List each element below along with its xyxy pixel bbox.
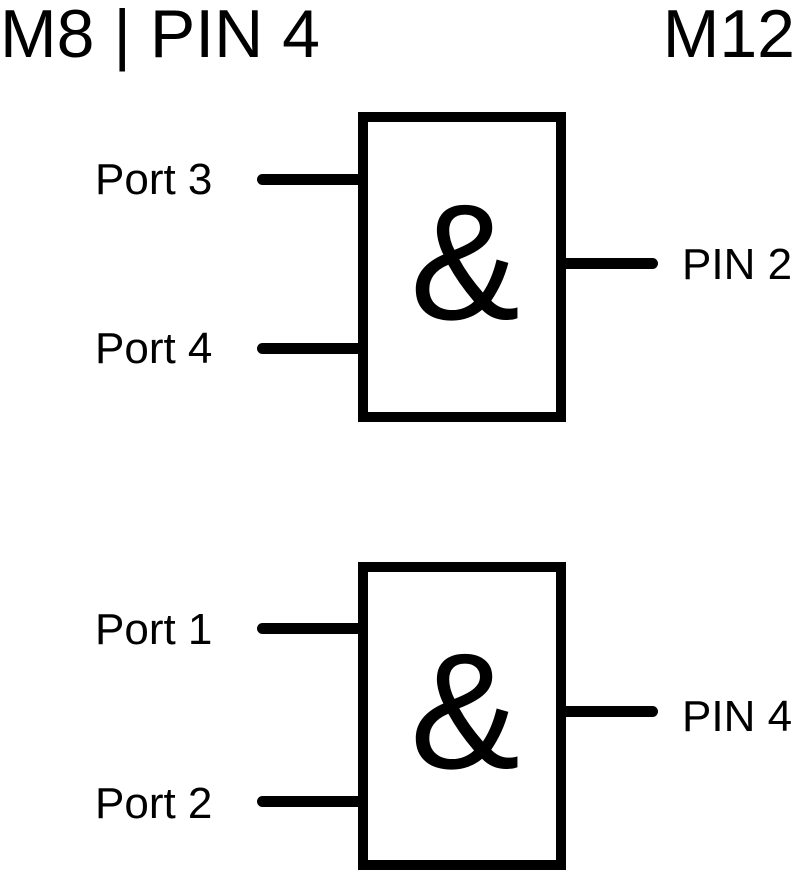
- header-left-m8-pin4: M8 | PIN 4: [0, 0, 320, 72]
- input-label-port-1: Port 1: [95, 605, 213, 654]
- output-wire-pin-2: [556, 258, 658, 269]
- and-symbol-lower: &: [409, 618, 521, 803]
- input-wire-port-3: [257, 174, 359, 185]
- input-wire-port-2: [257, 796, 359, 807]
- output-label-pin-2: PIN 2: [682, 240, 793, 289]
- input-label-port-4: Port 4: [95, 324, 213, 373]
- output-label-pin-4: PIN 4: [682, 692, 793, 741]
- and-symbol-upper: &: [409, 169, 521, 354]
- input-label-port-3: Port 3: [95, 155, 213, 204]
- header-right-m12: M12: [662, 0, 795, 72]
- output-wire-pin-4: [556, 706, 658, 717]
- and-gate-box-lower: &: [358, 562, 566, 870]
- and-gate-box-upper: &: [358, 112, 566, 422]
- input-wire-port-4: [257, 343, 359, 354]
- input-label-port-2: Port 2: [95, 779, 213, 828]
- input-wire-port-1: [257, 623, 359, 634]
